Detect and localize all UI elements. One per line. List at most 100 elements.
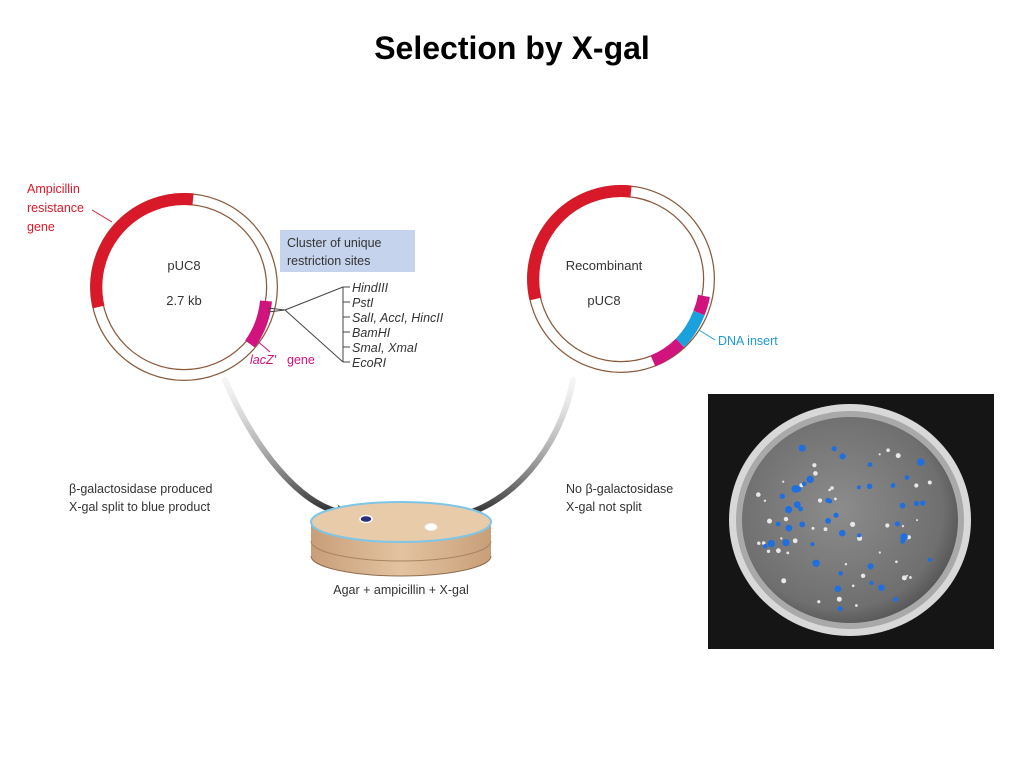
blue-colony-dot [899,502,906,509]
white-colony-dot [817,600,821,604]
blue-colony-dot [900,533,908,541]
site-hindiii: HindIII [352,281,389,295]
right-lacz-arc-upper [693,294,710,316]
white-colony-dot [781,578,787,584]
left-plasmid-name: pUC8 [167,258,200,273]
site-sali-acci-hincii: SalI, AccI, HincII [352,311,444,325]
dna-insert-label-text: DNA insert [718,334,778,348]
blue-colony-dot [833,512,839,518]
blue-colony-dot [857,533,862,538]
petri-dish-bottom-line [310,555,492,577]
blue-colony [359,514,373,524]
dna-insert-leader-line [698,329,716,341]
white-colony-dot [878,453,881,456]
white-colony-dot [909,576,912,579]
lacz-leader-line [254,338,271,353]
blue-colony-dot [779,493,785,499]
blue-colony-dot [767,539,775,548]
right-plasmid-name-line2: pUC8 [587,293,620,308]
right-dna-insert-arc [675,310,705,348]
blue-colony-dot [839,453,846,460]
white-colony-dot [767,518,772,524]
lacz-label-name: lacZ' [250,353,277,367]
site-bamhi: BamHI [352,326,391,340]
white-colony-dot [780,537,783,540]
page-title: Selection by X-gal [374,30,650,66]
blue-colony-dot [763,544,768,549]
dna-insert-label: DNA insert [698,329,778,348]
blue-colony-dot [798,444,806,452]
blue-colony-dot [917,458,925,466]
white-colony-dot [844,563,848,566]
ampicillin-leader-line [91,209,113,223]
agar-plate-photo [708,394,994,649]
white-colony-dot [927,480,932,485]
right-caption-line1: No β-galactosidase [566,482,673,496]
lacz-label: lacZ' gene [250,338,315,367]
site-ecori: EcoRI [352,356,387,370]
white-colony-dot [823,527,828,532]
blue-colony-dot [890,483,896,488]
blue-colony-dot [913,500,920,507]
white-colony-dot [836,596,842,602]
white-colony-dot [906,574,909,577]
blue-colony-dot [904,475,910,480]
white-colony-dot [817,498,823,503]
white-colony-dot [895,453,901,459]
restriction-site-bracket [267,286,350,363]
white-colony-dot [792,538,798,544]
left-plasmid: pUC8 2.7 kb [90,193,278,381]
plate-colonies [756,444,932,612]
white-colony-dot [830,486,834,490]
white-colony-dot [914,483,919,488]
cluster-box: Cluster of unique restriction sites [280,230,415,272]
plate-agar [742,417,958,623]
white-colony-dot [895,560,898,564]
blue-colony-dot [920,500,926,506]
white-colony-dot [813,471,818,476]
blue-colony-dot [837,606,843,612]
left-ampicillin-arc [90,193,194,309]
blue-colony-dot [867,563,874,570]
white-colony-dot [761,541,766,545]
left-caption-line2: X-gal split to blue product [69,500,211,514]
ampicillin-label-line1: Ampicillin [27,182,80,196]
cluster-box-bg [280,230,415,272]
left-plasmid-size: 2.7 kb [166,293,201,308]
dish-caption: Agar + ampicillin + X-gal [333,583,468,597]
right-plasmid-name-line1: Recombinant [566,258,643,273]
blue-colony-dot [834,585,842,593]
blue-colony-dot [927,557,932,562]
right-ampicillin-arc [527,185,632,301]
white-colony-dot [763,499,767,502]
right-plasmid: Recombinant pUC8 [527,185,715,373]
white-colony-dot [860,573,866,578]
white-colony-dot [850,521,856,527]
blue-colony-dot [801,481,807,487]
white-colony-dot [812,463,817,468]
blue-colony-dot [785,524,793,532]
cluster-label-line1: Cluster of unique [287,236,382,250]
white-colony-dot [878,551,881,554]
restriction-site-list: HindIII PstI SalI, AccI, HincII BamHI Sm… [352,281,444,370]
blue-colony-dot [793,501,801,509]
blue-colony-dot [838,571,843,576]
ampicillin-label-line3: gene [27,220,55,234]
blue-colony-dot [791,485,800,493]
site-psti: PstI [352,296,374,310]
left-caption-line1: β-galactosidase produced [69,482,212,496]
white-colony-dot [916,519,918,522]
white-colony-dot [885,523,890,528]
white-colony-dot [782,480,785,483]
agar-plate-photo-svg [708,394,994,649]
white-colony-dot [783,516,789,522]
cluster-label-line2: restriction sites [287,254,370,268]
left-lacz-arc [244,300,272,348]
right-curved-arrow [455,377,576,519]
blue-colony-dot [812,559,820,567]
blue-colony-dot [893,597,899,602]
blue-colony-dot [799,521,806,528]
white-colony-dot [766,549,771,553]
lacz-label-suffix: gene [287,353,315,367]
